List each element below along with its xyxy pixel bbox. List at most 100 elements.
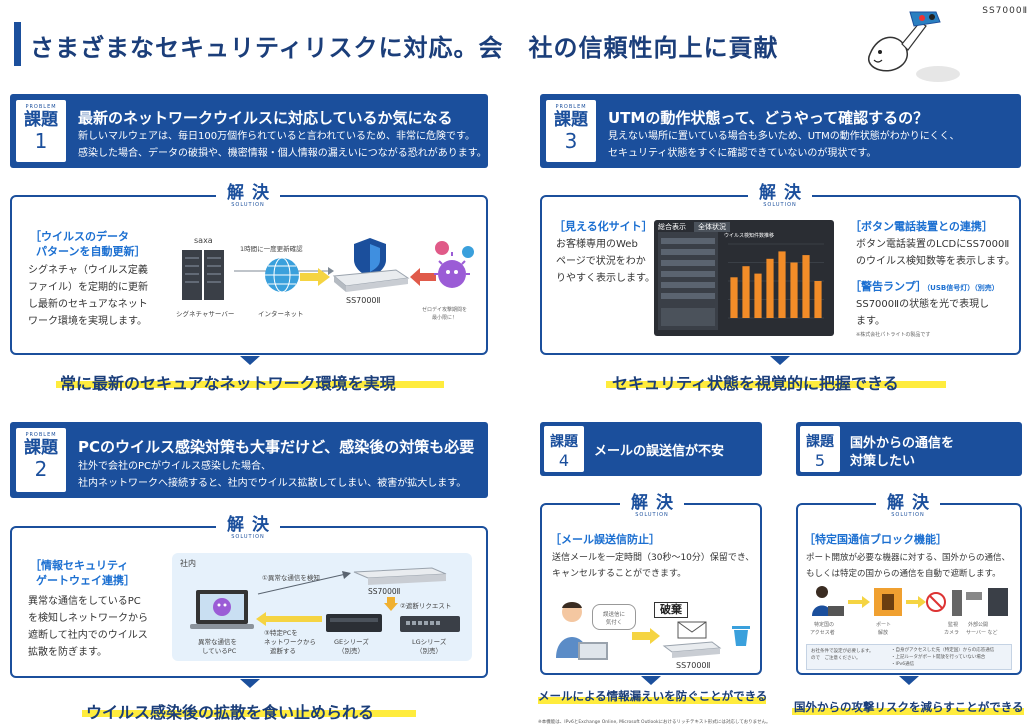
step2-label: ②遮断リクエスト	[400, 602, 452, 610]
virus-detection-bar-chart	[728, 243, 824, 319]
chart-bar-1	[730, 277, 738, 318]
ge-sold-label: （別売）	[338, 647, 364, 655]
solution-2-text-1: 異常な通信をしているPC	[28, 596, 141, 607]
dashboard-tab-1: 総合表示	[658, 223, 686, 231]
chart-bar-5	[778, 251, 786, 318]
problem-3-desc-line2: セキュリティ状態をすぐに確認できていないのが現状です。	[608, 148, 877, 159]
problem-2-title: PCのウイルス感染対策も大事だけど、感染後の対策も必要	[78, 438, 475, 456]
solution-1-text-4: ワーク環境を実現します。	[28, 316, 147, 327]
solution-3-arrow	[770, 356, 790, 365]
virus-icon	[434, 241, 474, 288]
mail-footnote: ※本機能は、IPv6とExchange Online, Microsoft Ou…	[538, 720, 771, 725]
problem-2-desc-line1: 社外で会社のPCがウイルス感染した場合、	[78, 461, 272, 472]
internet-label: インターネット	[258, 310, 304, 318]
ss7000-device-icon-2	[353, 567, 447, 585]
detect-arrow-icon	[257, 571, 351, 595]
label-attacker-1: 特定国の	[814, 622, 835, 628]
phone-link-text-2: のウイルス検知数等を表示します。	[856, 256, 1015, 267]
problem-2-tag: PROBLEM 課題 2	[16, 428, 66, 492]
mail-prevention-heading: ［メール誤送信防止］	[550, 533, 660, 546]
lg-switch-icon	[400, 616, 460, 632]
problem-2-box: PROBLEM 課題 2 PCのウイルス感染対策も大事だけど、感染後の対策も必要…	[10, 422, 488, 498]
visualization-text-1: お客様専用のWeb	[556, 239, 638, 250]
phone-link-text-1: ボタン電話装置のLCDにSS7000Ⅱ	[856, 239, 1010, 250]
country-block-text-1: ポート開放が必要な機器に対する、国外からの通信、	[806, 553, 1011, 563]
mail-prevention-text-2: キャンセルすることができます。	[552, 569, 687, 579]
block-arrow-icon	[256, 612, 322, 626]
saxa-label: saxa	[194, 236, 213, 245]
solution-4-tag: 解決 SOLUTION	[620, 494, 684, 524]
chart-bar-3	[754, 273, 762, 318]
abnormal-pc-label-1: 異常な通信を	[198, 638, 237, 646]
solution-3-tag: 解決 SOLUTION	[748, 184, 812, 214]
dashboard-screenshot: 総合表示 全体状況 ウイルス検知件数推移	[654, 220, 834, 336]
ss7000-device-icon	[332, 238, 410, 292]
problem-5-box: 課題 5 国外からの通信を 対策したい	[796, 422, 1022, 476]
solution-2-text-2: を検知しネットワークから	[28, 613, 148, 624]
dashboard-tab-2: 全体状況	[694, 222, 730, 232]
result-3: セキュリティ状態を視覚的に把握できる	[612, 374, 899, 393]
step1-label: ①異常な通信を検知	[262, 574, 320, 582]
worried-user-icon	[556, 602, 608, 660]
lg-series-label: LGシリーズ	[412, 638, 447, 646]
mascot-illustration	[868, 11, 960, 82]
signature-server-icon	[182, 250, 224, 300]
result-5: 国外からの攻撃リスクを減らすことができる	[794, 700, 1024, 714]
ss7000-label-1: SS7000Ⅱ	[346, 296, 381, 305]
problem-1-desc-line2: 感染した場合、データの破損や、機密情報・個人情報の漏えいにつながる恐れがあります…	[78, 148, 487, 159]
result-4-highlight	[538, 697, 766, 704]
solution-2-heading-line1: ［情報セキュリティ	[30, 559, 129, 572]
problem-1-desc-line1: 新しいマルウェアは、毎日100万個作られていると言われているため、非常に危険です…	[78, 131, 475, 142]
solution-1-text-2: ファイル）を定期的に更新	[28, 282, 148, 293]
solution-1-text-3: し最新のセキュアなネット	[28, 299, 148, 310]
red-arrow-icon	[410, 268, 436, 286]
realize-bubble: 誤送信に 気付く	[592, 604, 636, 630]
trash-can-icon	[732, 626, 750, 646]
internet-globe-icon	[265, 257, 299, 293]
solution-1-tag: 解決 SOLUTION	[216, 184, 280, 214]
problem-1-tag: PROBLEM 課題 1	[16, 100, 66, 162]
lg-sold-label: （別売）	[416, 647, 442, 655]
problem-5-title-line1: 国外からの通信を	[850, 436, 955, 451]
label-camera-2: カメラ	[944, 630, 960, 636]
solution-1-heading-line1: ［ウイルスのデータ	[30, 230, 129, 243]
visualization-text-3: りやすく表示します。	[556, 273, 655, 284]
result-4: メールによる情報漏えいを防ぐことができる	[538, 689, 768, 703]
ge-series-label: GEシリーズ	[334, 638, 369, 646]
step3-label-3: 遮断する	[270, 647, 296, 655]
label-camera-1: 監視	[948, 622, 959, 628]
solution-2-text-3: 遮断して社内でのウイルス	[28, 630, 148, 641]
warning-lamp-text-1: SS7000Ⅱの状態を光で表現し	[856, 299, 990, 310]
result-1-highlight	[56, 381, 444, 388]
warning-lamp-heading: ［警告ランプ］（USB信号灯）（別売）	[850, 280, 999, 293]
solution-1-heading-line2: パターンを自動更新］	[36, 245, 146, 258]
problem-4-box: 課題 4 メールの誤送信が不安	[540, 422, 762, 476]
solution-5-tag: 解決 SOLUTION	[876, 494, 940, 524]
solution-5-arrow	[899, 676, 919, 685]
brand-logo: SS7000Ⅱ	[982, 6, 1028, 16]
label-attacker-2: アクセス者	[810, 630, 835, 636]
result-3-highlight	[606, 381, 946, 388]
label-server-1: 外部公開	[968, 622, 989, 628]
dashboard-chart-title: ウイルス検知件数推移	[724, 233, 775, 239]
visualization-text-2: ページで状況をわか	[556, 256, 646, 267]
solution-2-tag: 解決 SOLUTION	[216, 516, 280, 546]
solution-4-arrow	[641, 676, 661, 685]
update-check-label: 1時間に一度更新確認	[240, 245, 303, 253]
page-title: さまざまなセキュリティリスクに対応。会 社の信頼性向上に貢献	[30, 34, 779, 62]
visualization-site-heading: ［見える化サイト］	[554, 220, 653, 233]
warning-lamp-note: ※株式会社パトライトの製品です	[856, 332, 931, 338]
discard-button[interactable]: 破棄	[654, 602, 688, 618]
problem-4-tag: 課題 4	[544, 426, 584, 472]
chart-bar-7	[802, 255, 810, 318]
label-port-2: 解放	[878, 630, 889, 636]
result-2: ウイルス感染後の拡散を食い止められる	[86, 703, 375, 722]
country-block-diagram	[812, 586, 1008, 616]
problem-5-title-line2: 対策したい	[850, 454, 916, 469]
yellow-arrow-icon	[300, 268, 330, 286]
step3-label-2: ネットワークから	[264, 638, 316, 646]
chart-bar-6	[790, 262, 798, 318]
problem-3-tag: PROBLEM 課題 3	[546, 100, 596, 162]
ss7000-label-2: SS7000Ⅱ	[368, 587, 401, 596]
zeroday-label-2: 最小限に！	[432, 315, 458, 321]
